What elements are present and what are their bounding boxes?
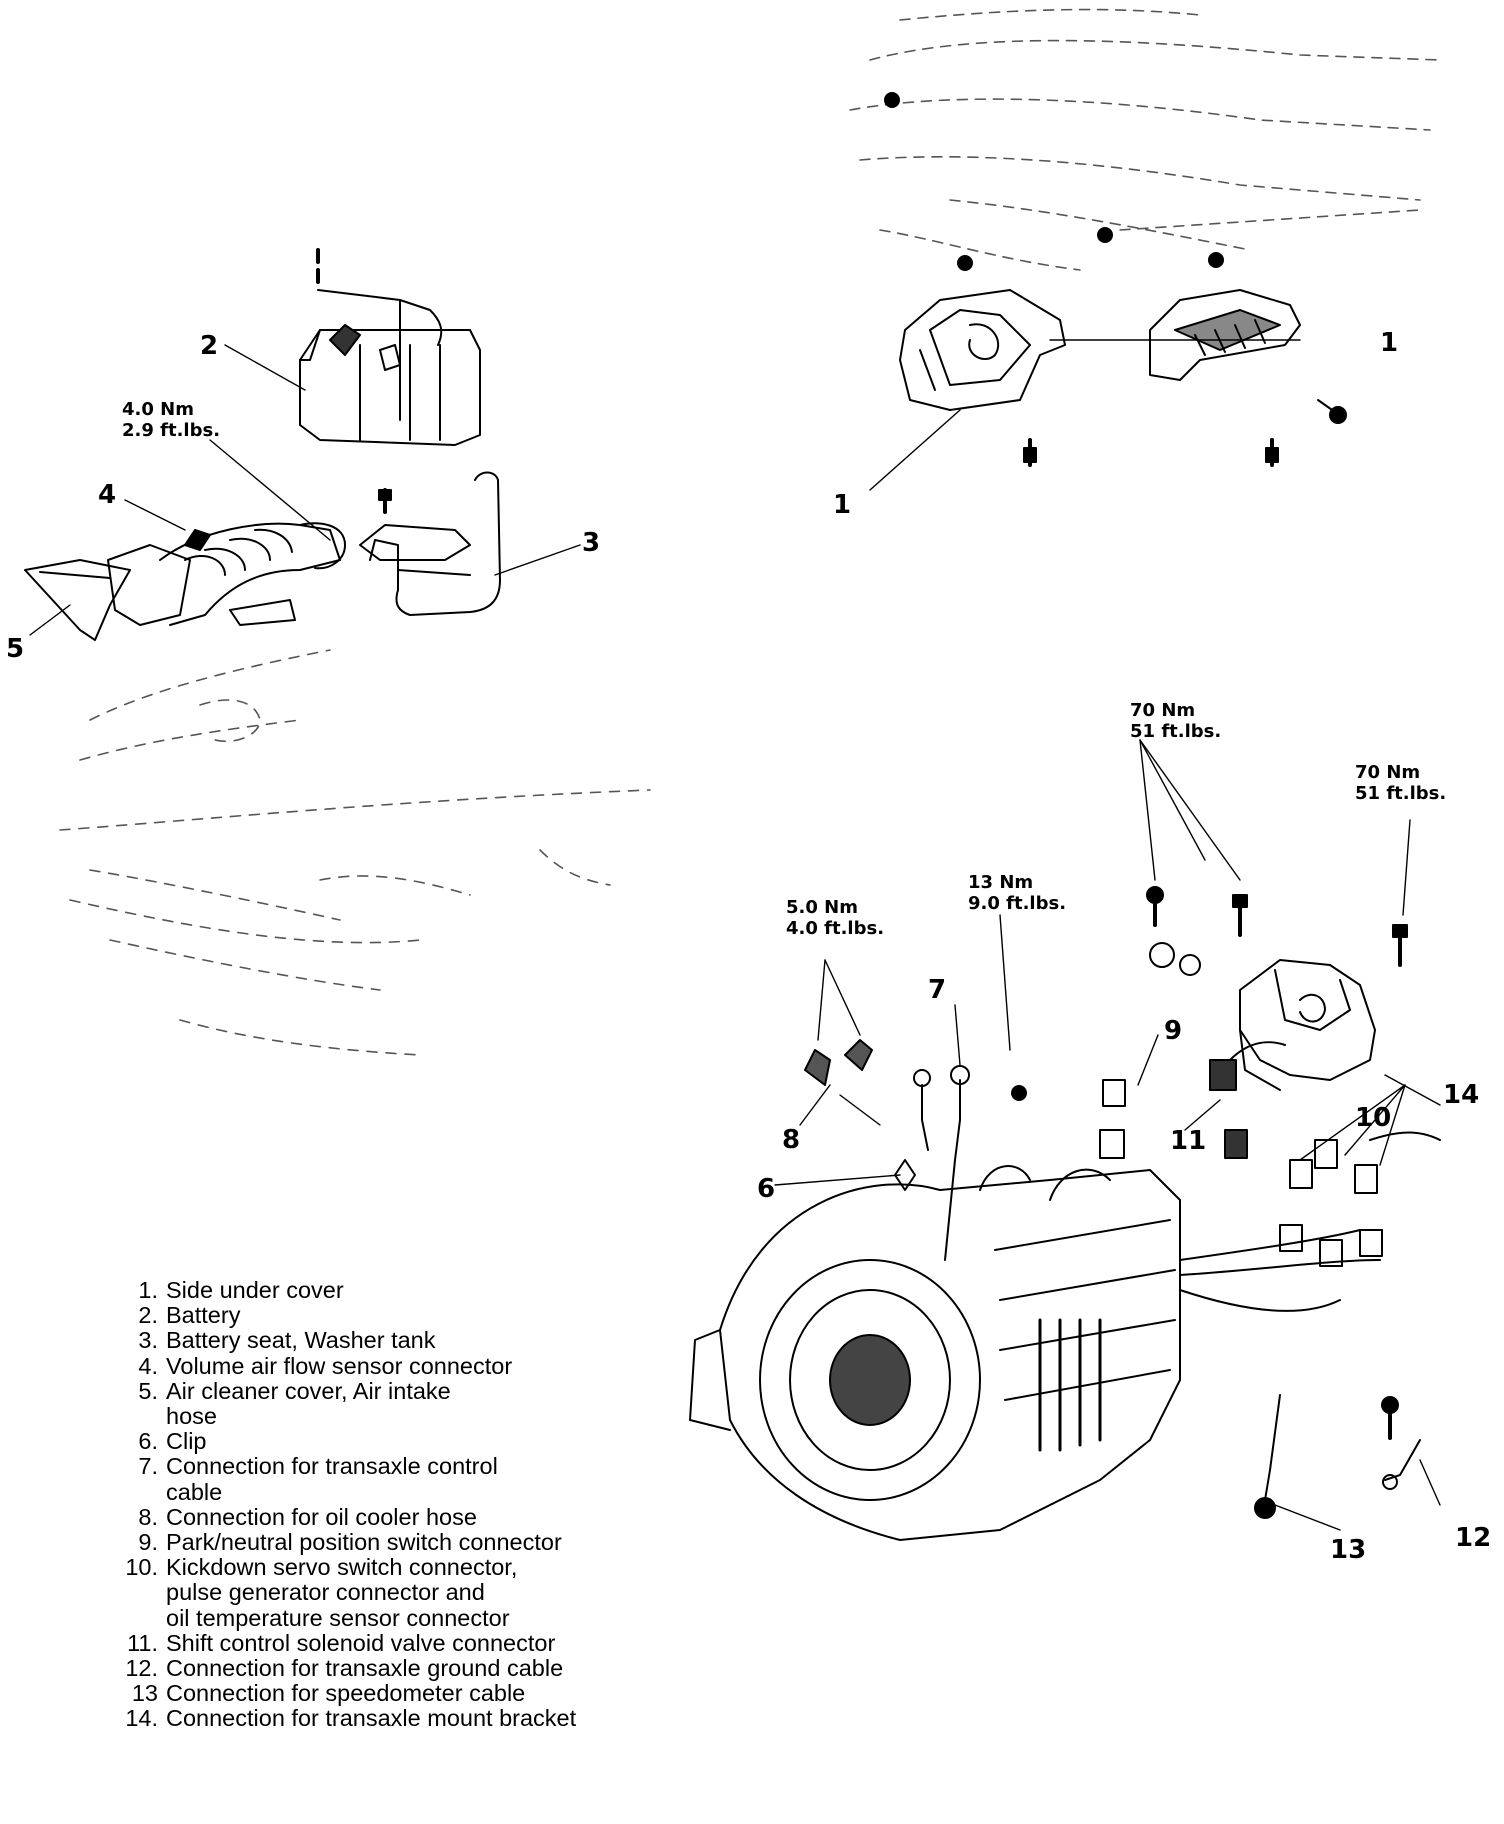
legend-text: Kickdown servo switch connector, pulse g… bbox=[166, 1554, 518, 1631]
callout-air-flow-sensor-connector: 4 bbox=[98, 480, 117, 510]
legend-number: 8. bbox=[138, 1503, 158, 1530]
legend-text: Connection for speedometer cable bbox=[166, 1680, 526, 1707]
legend-item: 12. Connection for transaxle ground cable bbox=[118, 1655, 718, 1682]
leader-lines-top-right bbox=[869, 339, 1301, 491]
callout-clip: 6 bbox=[757, 1174, 776, 1204]
legend-number: 7. bbox=[138, 1453, 158, 1480]
torque-nm: 4.0 Nm bbox=[122, 399, 194, 420]
legend-item: 3. Battery seat, Washer tank bbox=[118, 1328, 718, 1353]
torque-ftlbs: 51 ft.lbs. bbox=[1130, 721, 1222, 742]
legend-item: 4. Volume air flow sensor connector bbox=[118, 1352, 718, 1379]
callout-park-neutral-switch: 9 bbox=[1164, 1016, 1183, 1046]
callout-mount-bracket: 14 bbox=[1443, 1080, 1480, 1110]
torque-spec-speedometer: 13 Nm 9.0 ft.lbs. bbox=[968, 872, 1066, 914]
torque-nm: 70 Nm bbox=[1355, 762, 1421, 783]
under-cover-bolts bbox=[1023, 399, 1347, 467]
torque-spec-oil-cooler: 5.0 Nm 4.0 ft.lbs. bbox=[786, 897, 884, 939]
torque-ftlbs: 4.0 ft.lbs. bbox=[786, 918, 885, 939]
legend-text: Connection for transaxle control cable bbox=[166, 1453, 498, 1505]
legend-item: 7. Connection for transaxle control cable bbox=[118, 1453, 718, 1505]
legend-item: 1. Side under cover bbox=[118, 1277, 718, 1303]
legend-item: 10. Kickdown servo switch connector, puls… bbox=[118, 1555, 718, 1631]
legend-number: 9. bbox=[138, 1529, 158, 1556]
torque-ftlbs: 9.0 ft.lbs. bbox=[968, 893, 1067, 914]
ground-cable-drawing bbox=[1381, 1396, 1421, 1490]
callout-washer-tank: 3 bbox=[582, 528, 601, 558]
side-under-cover-right bbox=[1149, 289, 1301, 381]
legend-item: 9. Park/neutral position switch connector bbox=[118, 1529, 718, 1556]
control-cable-drawing bbox=[894, 1065, 970, 1261]
legend-text: Shift control solenoid valve connector bbox=[166, 1629, 556, 1656]
legend-text: Park/neutral position switch connector bbox=[166, 1529, 562, 1556]
leader-lines-top-left bbox=[29, 344, 581, 636]
legend-number: 1. bbox=[138, 1277, 158, 1303]
legend-number: 2. bbox=[138, 1302, 158, 1329]
leader-lines-bottom-right bbox=[774, 739, 1441, 1531]
mount-bolts bbox=[1146, 886, 1408, 976]
callout-battery: 2 bbox=[200, 331, 219, 361]
speedometer-cable-drawing bbox=[1011, 1085, 1281, 1519]
legend-text: Connection for transaxle ground cable bbox=[166, 1655, 564, 1682]
legend-item: 5. Air cleaner cover, Air intake hose bbox=[118, 1377, 718, 1430]
callout-air-cleaner: 5 bbox=[6, 634, 25, 664]
transaxle-body bbox=[689, 1165, 1181, 1541]
callout-oil-cooler-hose: 8 bbox=[782, 1125, 801, 1155]
legend-item: 14. Connection for transaxle mount bracke… bbox=[118, 1706, 718, 1731]
legend-number: 14. bbox=[125, 1705, 158, 1732]
callout-kickdown-connectors: 10 bbox=[1355, 1103, 1392, 1133]
legend-text: Volume air flow sensor connector bbox=[166, 1352, 513, 1379]
legend-number: 5. bbox=[138, 1377, 158, 1404]
legend-text: Battery seat, Washer tank bbox=[166, 1327, 436, 1354]
side-under-cover-left bbox=[899, 289, 1066, 411]
torque-spec-mount-right: 70 Nm 51 ft.lbs. bbox=[1355, 762, 1446, 804]
callout-side-under-cover-right: 1 bbox=[1380, 328, 1399, 358]
legend-number: 13 bbox=[131, 1680, 158, 1707]
torque-nm: 70 Nm bbox=[1130, 700, 1196, 721]
torque-nm: 13 Nm bbox=[968, 872, 1034, 893]
callout-control-cable: 7 bbox=[928, 975, 947, 1005]
legend-item: 11. Shift control solenoid valve connecto… bbox=[118, 1629, 718, 1656]
torque-spec-hose-clamp: 4.0 Nm 2.9 ft.lbs. bbox=[122, 399, 220, 441]
legend-item: 8. Connection for oil cooler hose bbox=[118, 1503, 718, 1530]
legend-text: Side under cover bbox=[166, 1277, 344, 1303]
connector-wiring bbox=[1099, 1041, 1441, 1312]
legend-number: 12. bbox=[125, 1655, 158, 1682]
legend-number: 11. bbox=[127, 1629, 158, 1656]
mount-bracket-drawing bbox=[1239, 959, 1376, 1091]
callout-speedometer-cable: 13 bbox=[1330, 1535, 1367, 1565]
callout-side-under-cover-left: 1 bbox=[833, 490, 852, 520]
legend-item: 6. Clip bbox=[118, 1429, 718, 1454]
battery-drawing bbox=[299, 248, 481, 446]
legend-text: Connection for oil cooler hose bbox=[166, 1503, 477, 1530]
legend-item: 13 Connection for speedometer cable bbox=[118, 1681, 718, 1706]
legend-text: Air cleaner cover, Air intake hose bbox=[166, 1377, 451, 1430]
washer-tank-drawing bbox=[359, 471, 501, 616]
torque-ftlbs: 2.9 ft.lbs. bbox=[122, 420, 221, 441]
torque-spec-mount-left: 70 Nm 51 ft.lbs. bbox=[1130, 700, 1221, 742]
legend-text: Battery bbox=[166, 1302, 241, 1329]
parts-legend: 1. Side under cover 2. Battery 3. Battery s… bbox=[118, 1277, 718, 1732]
callout-ground-cable: 12 bbox=[1455, 1523, 1492, 1553]
air-cleaner-drawing bbox=[24, 522, 346, 641]
torque-nm: 5.0 Nm bbox=[786, 897, 858, 918]
vehicle-underbody-outline bbox=[849, 8, 1441, 271]
legend-item: 2. Battery bbox=[118, 1303, 718, 1328]
legend-number: 6. bbox=[138, 1428, 158, 1455]
torque-ftlbs: 51 ft.lbs. bbox=[1355, 783, 1447, 804]
callout-solenoid-valve-connector: 11 bbox=[1170, 1126, 1207, 1156]
legend-number: 3. bbox=[138, 1327, 158, 1354]
oil-cooler-fittings bbox=[804, 1039, 873, 1086]
legend-text: Clip bbox=[166, 1428, 207, 1455]
legend-number: 4. bbox=[138, 1352, 158, 1379]
legend-number: 10. bbox=[125, 1554, 158, 1581]
fastener-marks bbox=[884, 92, 1224, 271]
engine-bay-outline bbox=[59, 649, 651, 1056]
legend-text: Connection for transaxle mount bracket bbox=[166, 1705, 577, 1732]
